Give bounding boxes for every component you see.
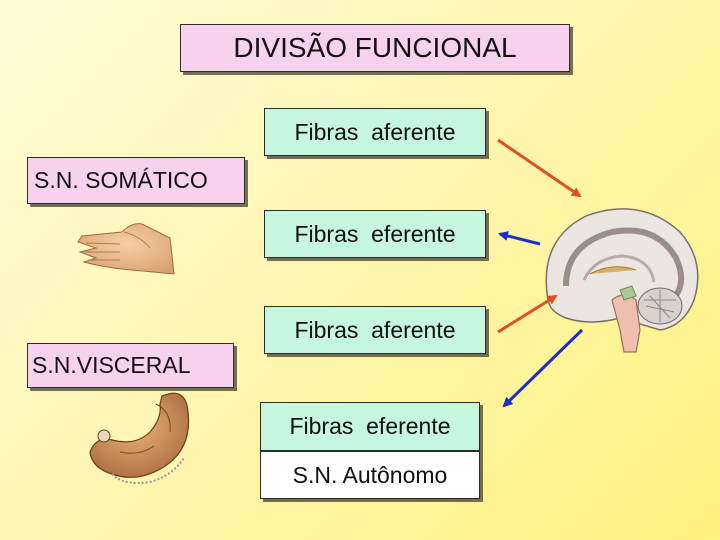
visceral-afferent-box: Fibras aferente <box>264 306 486 354</box>
visceral-efferent-box: Fibras eferente <box>260 402 480 451</box>
somatic-efferent-label: Fibras eferente <box>294 220 456 247</box>
somatic-efferent-box: Fibras eferente <box>264 210 486 258</box>
brain-image <box>545 208 699 353</box>
somatic-afferent-label: Fibras aferente <box>294 118 456 145</box>
title-box: DIVISÃO FUNCIONAL <box>180 24 570 72</box>
visceral-efferent-arrow <box>502 328 584 408</box>
stomach-image <box>89 392 190 484</box>
hand-image <box>77 223 175 275</box>
autonomic-system-label: S.N. Autônomo <box>292 461 448 488</box>
somatic-system-label: S.N. SOMÁTICO <box>34 167 208 193</box>
title-text: DIVISÃO FUNCIONAL <box>233 32 517 63</box>
somatic-efferent-arrow <box>498 231 541 246</box>
somatic-afferent-box: Fibras aferente <box>264 108 486 156</box>
visceral-system-label: S.N.VISCERAL <box>32 352 191 378</box>
visceral-afferent-arrow <box>497 294 558 334</box>
autonomic-system-box: S.N. Autônomo <box>260 451 480 499</box>
visceral-system-box: S.N.VISCERAL <box>27 343 234 388</box>
somatic-system-box: S.N. SOMÁTICO <box>27 157 245 204</box>
visceral-afferent-label: Fibras aferente <box>294 316 456 343</box>
visceral-efferent-label: Fibras eferente <box>289 413 451 439</box>
somatic-afferent-arrow <box>497 138 582 198</box>
